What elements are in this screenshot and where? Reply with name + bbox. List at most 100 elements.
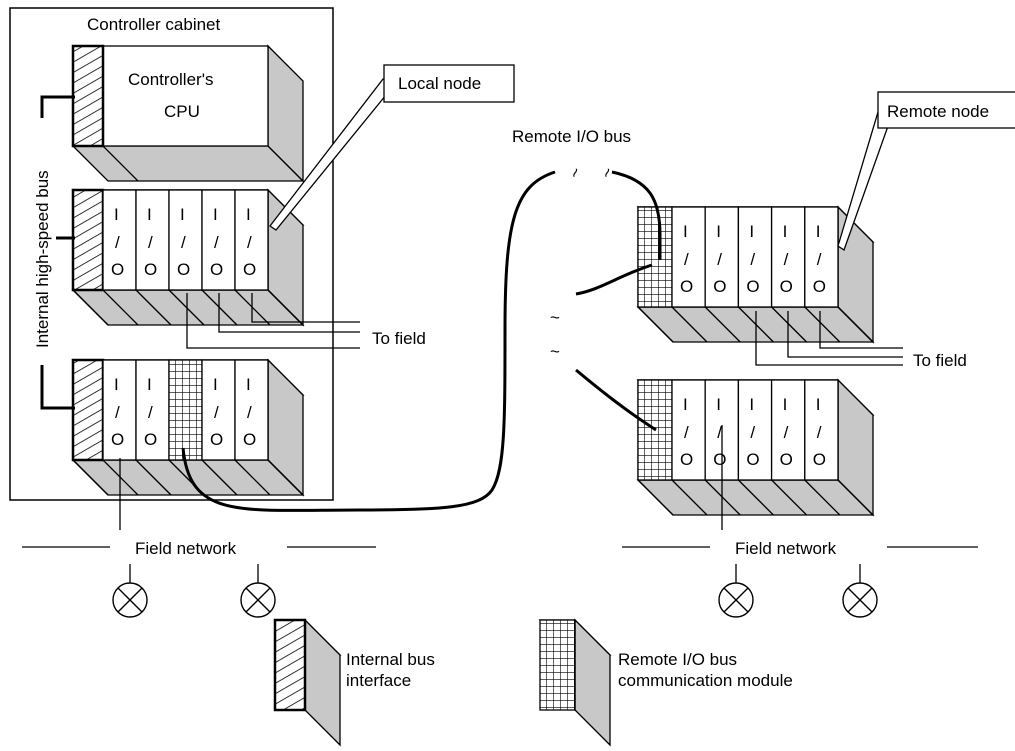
cable-break-4: ~ — [550, 342, 560, 361]
io-module-glyph: O — [243, 430, 256, 449]
remote-node-callout-pointer — [837, 111, 894, 252]
io-module-glyph: / — [247, 403, 252, 422]
io-module-glyph: / — [750, 423, 755, 442]
remote-node-callout-box — [877, 91, 1015, 129]
io-module-glyph: / — [684, 250, 689, 269]
io-module-glyph: I — [114, 375, 119, 394]
field-network-right-label: Field network — [735, 539, 837, 558]
io-module-glyph: O — [177, 260, 190, 279]
bottom-local-rack: I / O I / O I / O I / O — [71, 358, 305, 497]
legend-remote-io-label-line2: communication module — [618, 671, 793, 690]
io-module-glyph: O — [243, 260, 256, 279]
controller-cpu-label-line2: CPU — [164, 102, 200, 121]
io-module-glyph: / — [247, 233, 252, 252]
io-module-glyph: O — [813, 277, 826, 296]
remote-io-bus-to-node2 — [575, 368, 657, 432]
io-module-glyph: I — [147, 205, 152, 224]
io-module-glyph: O — [780, 450, 793, 469]
legend-remote-io-icon — [538, 618, 612, 747]
io-module-glyph: O — [111, 430, 124, 449]
io-module-glyph: I — [749, 395, 754, 414]
io-module-glyph: / — [784, 423, 789, 442]
cpu-rack — [71, 44, 305, 183]
io-module-glyph: I — [716, 395, 721, 414]
io-module-glyph: O — [713, 277, 726, 296]
remote-node-label: Remote node — [887, 102, 989, 121]
cable-break-2: ~ — [597, 165, 618, 181]
io-module-glyph: / — [214, 233, 219, 252]
internal-bus-top-connector — [40, 95, 75, 118]
internal-bus-bottom-connector — [40, 365, 75, 410]
io-module-glyph: O — [210, 430, 223, 449]
cable-break-1: ~ — [565, 165, 586, 181]
io-module-glyph: I — [683, 395, 688, 414]
io-module-glyph: I — [147, 375, 152, 394]
legend-internal-bus-label-line1: Internal bus — [346, 650, 435, 669]
field-device-left-2 — [240, 582, 276, 618]
to-field-wires-right — [755, 311, 903, 366]
io-module-glyph: O — [111, 260, 124, 279]
legend-internal-bus-label-line2: interface — [346, 671, 411, 690]
io-module-glyph: / — [148, 233, 153, 252]
controller-cpu-label-line1: Controller's — [128, 70, 213, 89]
io-module-glyph: O — [813, 450, 826, 469]
io-module-glyph: O — [680, 277, 693, 296]
io-module-glyph: / — [750, 250, 755, 269]
internal-bus-label: Internal high-speed bus — [33, 170, 52, 348]
remote-io-bus-to-node1 — [575, 263, 653, 296]
controller-cabinet-label: Controller cabinet — [87, 15, 221, 34]
io-module-glyph: / — [684, 423, 689, 442]
io-module-glyph: / — [717, 250, 722, 269]
io-module-glyph: / — [214, 403, 219, 422]
legend-remote-io-label-line1: Remote I/O bus — [618, 650, 737, 669]
io-module-glyph: O — [680, 450, 693, 469]
io-module-glyph: I — [213, 375, 218, 394]
io-module-glyph: O — [210, 260, 223, 279]
field-device-left-1 — [112, 582, 148, 618]
local-node-callout-box — [383, 64, 515, 103]
cable-break-3: ~ — [550, 308, 560, 327]
io-module-glyph: / — [148, 403, 153, 422]
remote-io-bus-label: Remote I/O bus — [512, 127, 631, 146]
remote-io-bus-cable-top — [611, 170, 662, 260]
io-module-glyph: I — [816, 395, 821, 414]
io-module-glyph: O — [144, 260, 157, 279]
io-module-glyph: I — [783, 222, 788, 241]
legend-internal-bus-icon — [273, 618, 342, 747]
io-module-glyph: I — [114, 205, 119, 224]
io-module-glyph: / — [817, 423, 822, 442]
remote-io-bus-cable — [181, 170, 556, 512]
io-module-glyph: I — [783, 395, 788, 414]
io-module-glyph: O — [144, 430, 157, 449]
io-module-glyph: I — [180, 205, 185, 224]
io-module-glyph: O — [713, 450, 726, 469]
io-module-glyph: I — [816, 222, 821, 241]
io-module-glyph: / — [115, 233, 120, 252]
io-module-glyph: O — [780, 277, 793, 296]
io-module-glyph: / — [115, 403, 120, 422]
io-module-glyph: I — [213, 205, 218, 224]
to-field-wires-left — [186, 293, 360, 349]
io-module-glyph: / — [784, 250, 789, 269]
io-module-glyph: I — [246, 375, 251, 394]
io-module-glyph: I — [716, 222, 721, 241]
field-device-right-1 — [718, 582, 754, 618]
remote-node-rack-top: I / O I / O I / O I / O I / O — [636, 205, 875, 344]
io-module-glyph: I — [749, 222, 754, 241]
local-node-label: Local node — [398, 74, 481, 93]
to-field-label-right: To field — [913, 351, 967, 370]
field-network-left-label: Field network — [135, 539, 237, 558]
to-field-label-left: To field — [372, 329, 426, 348]
controller-cabinet-frame — [9, 7, 334, 501]
io-module-glyph: / — [181, 233, 186, 252]
io-module-glyph: I — [246, 205, 251, 224]
io-module-glyph: / — [817, 250, 822, 269]
io-module-glyph: I — [683, 222, 688, 241]
io-module-glyph: O — [746, 277, 759, 296]
io-module-glyph: O — [746, 450, 759, 469]
remote-node-rack-bottom: I / O I / O I / O I / O I / O — [636, 378, 875, 517]
field-device-right-2 — [842, 582, 878, 618]
local-node-rack: I / O I / O I / O I / O I / O — [71, 188, 305, 327]
io-module-glyph: / — [717, 423, 722, 442]
